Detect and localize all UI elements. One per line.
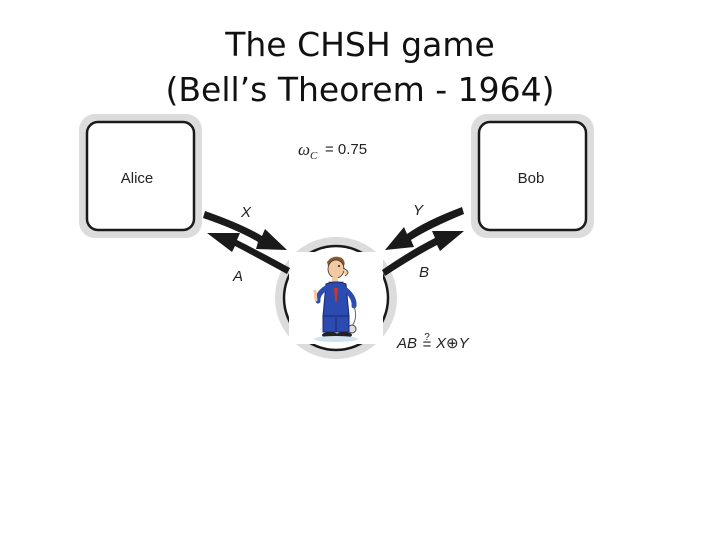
referee-cartoon-icon (313, 256, 358, 342)
arrow-y (385, 207, 464, 250)
omega-symbol: ω (298, 140, 310, 159)
slide-title: The CHSH game (Bell’s Theorem - 1964) (0, 22, 720, 112)
arrow-b (382, 231, 464, 276)
bob-box: Bob (471, 114, 594, 238)
condition-lhs: AB (396, 335, 417, 352)
svg-text:ωC: ωC (298, 140, 318, 162)
condition-eq: = (423, 336, 432, 353)
arrow-x-label: X (240, 204, 252, 221)
classical-value-formula: ωC = 0.75 (298, 140, 367, 162)
condition-x: X (435, 335, 447, 352)
arrow-x (203, 211, 287, 250)
arrow-b-label: B (419, 264, 429, 281)
alice-label: Alice (121, 170, 154, 187)
arrow-y-label: Y (413, 202, 424, 219)
svg-text:AB: AB (396, 335, 417, 352)
omega-subscript: C (310, 150, 318, 162)
bob-label: Bob (518, 170, 545, 187)
winning-condition: AB ? = X⊕Y (396, 332, 470, 353)
condition-question: ? (424, 332, 430, 343)
alice-box: Alice (79, 114, 202, 238)
condition-xor: ⊕ (446, 335, 459, 352)
title-line-2: (Bell’s Theorem - 1964) (165, 70, 555, 109)
title-line-1: The CHSH game (225, 25, 495, 64)
condition-y: Y (459, 335, 470, 352)
omega-value: = 0.75 (325, 141, 367, 158)
arrow-a (207, 233, 290, 274)
svg-text:X⊕Y: X⊕Y (435, 335, 470, 352)
arrow-a-label: A (232, 268, 243, 285)
